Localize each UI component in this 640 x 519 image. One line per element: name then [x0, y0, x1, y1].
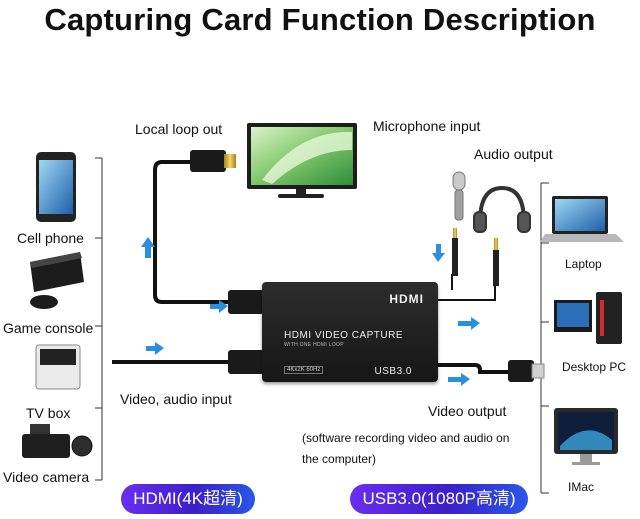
cell-phone-illustration	[36, 152, 76, 222]
badge-usb: USB3.0(1080P高清)	[350, 484, 528, 514]
capture-card-resolution: 4Kx2K 60Hz	[284, 366, 324, 374]
monitor-illustration	[247, 123, 357, 198]
desktop-pc-illustration	[554, 292, 622, 344]
usb-plug	[508, 360, 545, 382]
label-video-audio-input: Video, audio input	[120, 391, 232, 407]
headphones-illustration	[473, 185, 531, 233]
device-label-game-console: Game console	[3, 320, 94, 336]
hdmi-loop-cable	[153, 160, 228, 304]
device-label-cell-phone: Cell phone	[17, 230, 84, 246]
usb-output-cable	[438, 363, 515, 374]
right-bracket	[540, 182, 549, 494]
label-microphone-input: Microphone input	[373, 118, 481, 134]
device-label-imac: IMac	[568, 480, 595, 494]
left-bracket	[95, 157, 103, 481]
capture-card-usb-label: USB3.0	[374, 366, 412, 377]
badge-hdmi: HDMI(4K超清)	[121, 484, 255, 514]
label-audio-output: Audio output	[474, 146, 553, 162]
arrows	[141, 237, 480, 386]
label-local-loop-out: Local loop out	[135, 121, 223, 137]
laptop-illustration	[540, 196, 624, 242]
capture-card: HDMI HDMI VIDEO CAPTURE WITH ONE HDMI LO…	[262, 282, 438, 382]
capture-card-name: HDMI VIDEO CAPTURE	[284, 330, 404, 341]
label-video-output-note-1: (software recording video and audio on	[302, 431, 510, 445]
capture-card-hdmi-label: HDMI	[389, 292, 424, 306]
device-label-tv-box: TV box	[26, 405, 71, 421]
video-camera-illustration	[22, 424, 93, 458]
device-label-desktop-pc: Desktop PC	[562, 360, 627, 374]
imac-illustration	[554, 408, 618, 465]
microphone-illustration	[452, 171, 466, 276]
audio-cables	[438, 249, 497, 301]
capture-card-subtitle: WITH ONE HDMI LOOP	[284, 342, 344, 348]
label-video-output: Video output	[428, 403, 507, 419]
game-console-illustration	[30, 252, 84, 309]
hdmi-plug-top-left	[190, 150, 236, 172]
page-title: Capturing Card Function Description	[44, 2, 596, 37]
tv-box-illustration	[35, 344, 81, 390]
label-video-output-note-2: the computer)	[302, 452, 377, 466]
headphone-jack	[493, 238, 499, 286]
device-label-video-camera: Video camera	[3, 469, 90, 485]
device-label-laptop: Laptop	[565, 257, 602, 271]
